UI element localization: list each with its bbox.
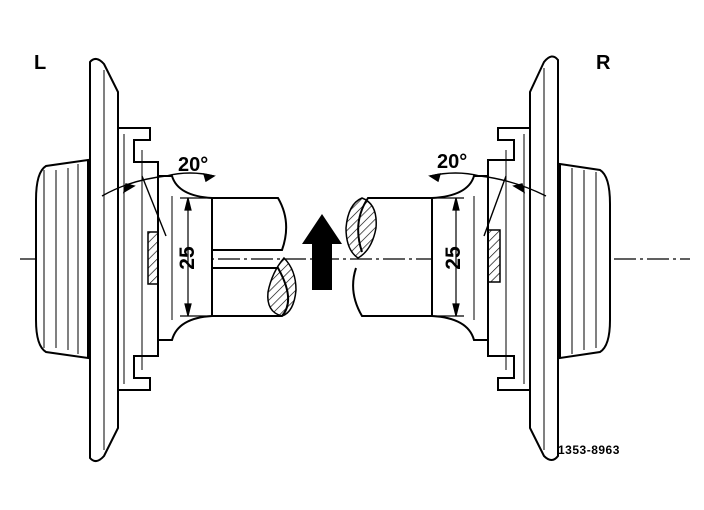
arrow-up-icon (302, 214, 342, 290)
right-diameter-label: 25 (442, 246, 465, 270)
right-assembly (345, 55, 611, 461)
left-shaft-break (267, 256, 297, 317)
right-angle-dimension (428, 172, 547, 237)
left-diameter-dimension (180, 197, 212, 317)
right-hub (559, 162, 611, 360)
left-hub (35, 158, 89, 360)
right-housing (487, 127, 531, 391)
right-diameter-dimension (432, 197, 464, 317)
left-diameter-label: 25 (176, 246, 199, 270)
left-housing (117, 127, 159, 391)
left-angle-dimension (101, 172, 216, 237)
right-side-label: R (596, 52, 611, 74)
right-angle-label: 20° (437, 151, 468, 173)
left-side-label: L (34, 52, 47, 74)
left-angle-label: 20° (178, 154, 209, 176)
right-shaft-break (345, 197, 377, 259)
figure-code: 1353-8963 (558, 443, 620, 457)
left-assembly (35, 58, 297, 462)
